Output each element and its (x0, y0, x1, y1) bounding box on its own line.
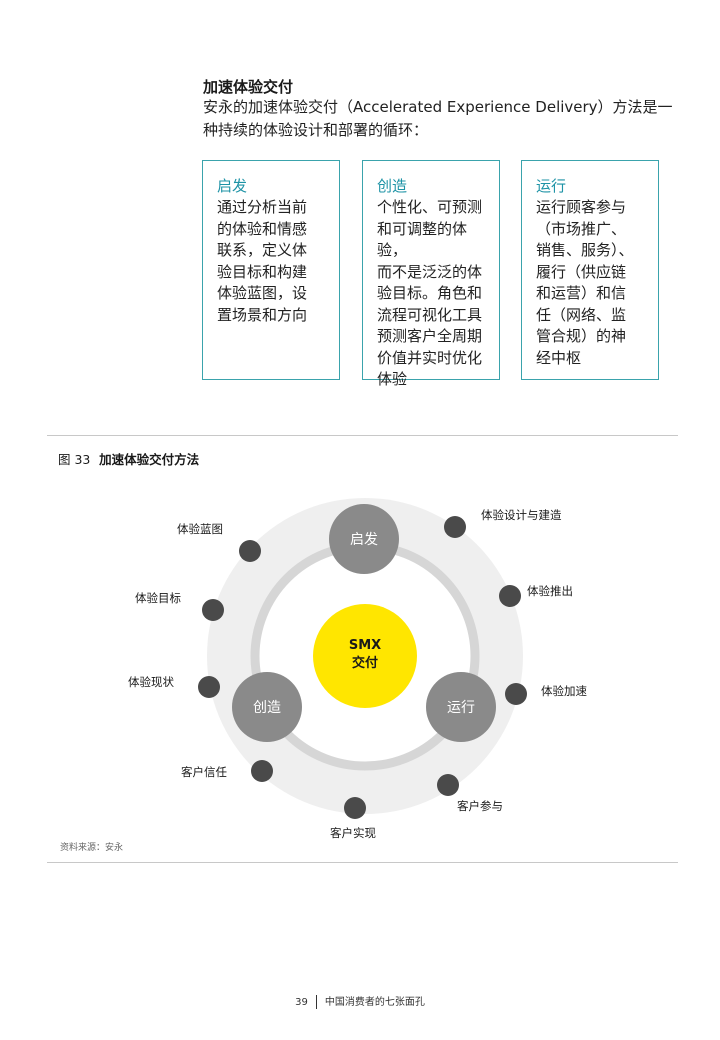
dot-accelerate (505, 683, 527, 705)
node-create (232, 672, 302, 742)
divider-bottom (47, 862, 678, 863)
node-run (426, 672, 496, 742)
phase-box-title: 运行 (536, 177, 567, 195)
page-number: 39 (295, 997, 308, 1008)
footer-separator (315, 995, 317, 1009)
phase-box-run: 运行 运行顾客参与（市场推广、销售、服务）、 履行（供应链和运营）和信任（网络、… (521, 160, 659, 380)
phase-box-create: 创造 个性化、可预测和可调整的体验，而不是泛泛的体 验目标。角色和流程可视化工具… (362, 160, 500, 388)
dot-launch (499, 585, 521, 607)
node-label-create: 创造 (253, 700, 281, 716)
label-engage: 客户参与 (457, 799, 503, 813)
node-inspire (329, 504, 399, 574)
center-label-delivery: 交付 (352, 655, 378, 671)
dot-fulfill (344, 797, 366, 819)
divider-top (47, 435, 678, 436)
dot-current (198, 676, 220, 698)
publication-title: 中国消费者的七张面孔 (324, 997, 425, 1008)
node-label-run: 运行 (447, 700, 475, 716)
phase-box-title: 创造 (377, 177, 408, 195)
dot-blueprint (239, 540, 261, 562)
dot-engage (437, 774, 459, 796)
page-footer: 39 中国消费者的七张面孔 (0, 993, 720, 1009)
label-goal: 体验目标 (135, 591, 181, 605)
label-trust: 客户信任 (181, 765, 227, 779)
figure-title: 图 33 加速体验交付方法 (58, 452, 200, 467)
dot-trust (251, 760, 273, 782)
phase-box-text: 通过分析当前的体验和情感联系，定义体 验目标和构建体验蓝图，设置场景和方向 (217, 198, 308, 324)
phase-box-title: 启发 (217, 177, 248, 195)
node-label-inspire: 启发 (350, 532, 378, 548)
phase-box-text: 运行顾客参与（市场推广、销售、服务）、 履行（供应链和运营）和信任（网络、监 管… (536, 198, 634, 367)
label-accelerate: 体验加速 (541, 684, 587, 698)
cycle-diagram: SMX 交付 启发 创造 运行 体验蓝图 体验目标 体验现状 客户信任 客户实现… (128, 498, 587, 840)
phase-box-inspire: 启发 通过分析当前的体验和情感联系，定义体 验目标和构建体验蓝图，设置场景和方向 (202, 160, 340, 380)
section-heading: 加速体验交付 (203, 78, 294, 96)
center-label-smx: SMX (349, 638, 381, 653)
label-blueprint: 体验蓝图 (177, 522, 223, 536)
dot-goal (202, 599, 224, 621)
label-launch: 体验推出 (527, 584, 573, 598)
intro-paragraph: 安永的加速体验交付（Accelerated Experience Deliver… (203, 98, 673, 139)
label-design-build: 体验设计与建造 (481, 508, 562, 522)
label-current: 体验现状 (128, 675, 174, 689)
label-fulfill: 客户实现 (330, 826, 376, 840)
source-note: 资料来源：安永 (60, 843, 124, 853)
center-circle (313, 604, 417, 708)
dot-design-build (444, 516, 466, 538)
phase-box-text: 个性化、可预测和可调整的体验，而不是泛泛的体 验目标。角色和流程可视化工具预测客… (377, 198, 483, 388)
